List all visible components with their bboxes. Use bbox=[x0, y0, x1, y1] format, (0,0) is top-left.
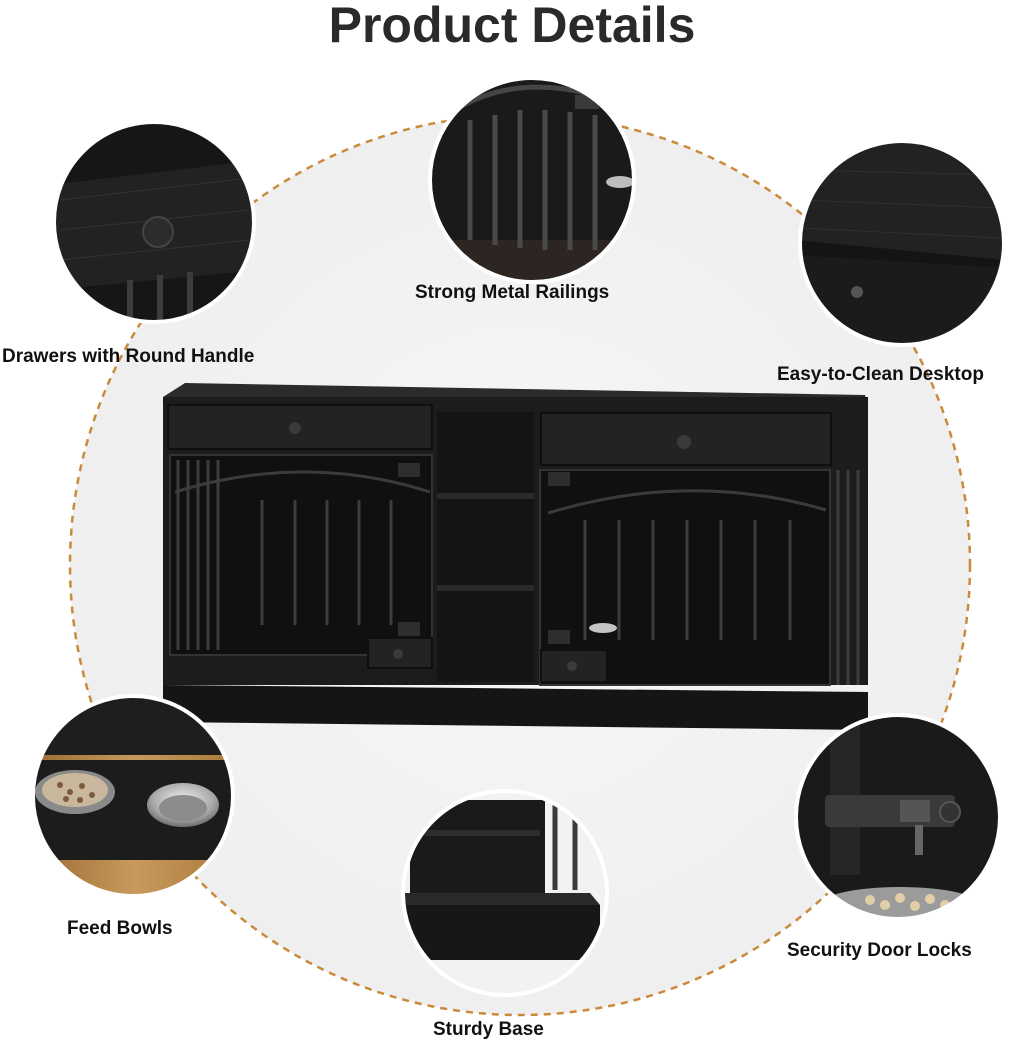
label-strong-metal-railings: Strong Metal Railings bbox=[415, 282, 610, 303]
dog-crate-cabinet bbox=[163, 383, 868, 730]
label-sturdy-base: Sturdy Base bbox=[433, 1019, 544, 1040]
page-title: Product Details bbox=[328, 0, 696, 53]
feed-bowls-closeup bbox=[33, 696, 233, 896]
drawer-handle-closeup bbox=[54, 122, 254, 322]
desktop-closeup bbox=[800, 141, 1004, 345]
label-feed-bowls: Feed Bowls bbox=[67, 918, 173, 939]
door-lock-closeup bbox=[796, 715, 1000, 919]
label-easy-to-clean-desktop: Easy-to-Clean Desktop bbox=[777, 364, 984, 385]
label-drawers-round-handle: Drawers with Round Handle bbox=[2, 346, 255, 367]
sturdy-base-closeup bbox=[403, 791, 607, 995]
label-security-door-locks: Security Door Locks bbox=[787, 940, 972, 961]
